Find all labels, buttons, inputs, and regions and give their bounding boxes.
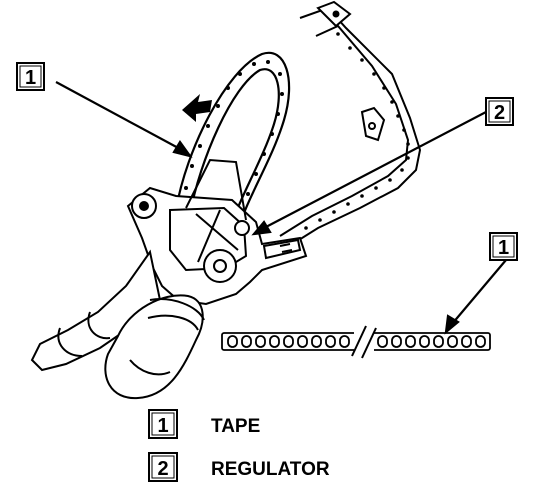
upper-tape-strip [269,0,422,263]
callout-1-top-number: 1 [25,67,36,89]
legend: 1 TAPE 2 REGULATOR [148,409,330,482]
legend-item-regulator: 2 REGULATOR [148,452,330,482]
callout-1-top: 1 [16,62,45,91]
legend-item-tape: 1 TAPE [148,409,260,439]
legend-item-regulator-label: REGULATOR [211,459,330,480]
callout-2: 2 [485,97,514,126]
tape-loop [174,51,291,231]
callout-2-number: 2 [494,102,505,124]
legend-item-tape-number: 1 [157,415,168,437]
leader-lines [55,81,507,335]
tensioning-tool [126,158,308,306]
handle-and-hand [30,249,205,400]
tape-strip-sample [221,325,491,359]
callout-1-right-number: 1 [498,237,509,259]
legend-item-regulator-number: 2 [157,458,168,480]
callout-1-right: 1 [489,232,518,261]
legend-item-tape-label: TAPE [211,416,260,437]
direction-arrow [182,94,212,122]
